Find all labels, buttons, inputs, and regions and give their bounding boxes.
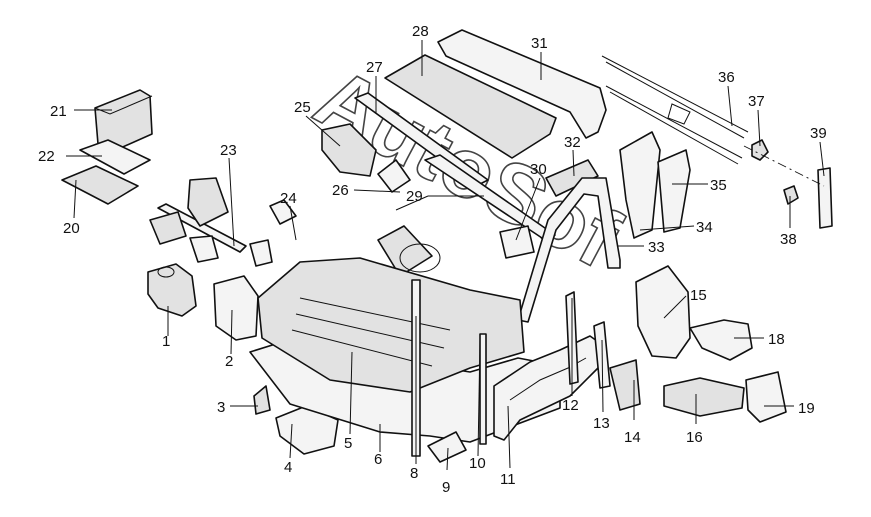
callout-23: 23 xyxy=(220,142,237,159)
leader-23 xyxy=(228,157,235,247)
part-16-pad xyxy=(663,377,745,417)
part-39-strip xyxy=(817,167,833,229)
part-24-link xyxy=(249,239,273,267)
callout-32: 32 xyxy=(564,134,581,151)
part-29-ring xyxy=(399,243,441,273)
callout-22: 22 xyxy=(38,148,55,165)
leader-36 xyxy=(727,85,733,127)
part-34-panel xyxy=(619,131,661,239)
part-14-pad xyxy=(609,359,641,411)
callout-2: 2 xyxy=(225,353,233,370)
leader-39 xyxy=(819,141,825,177)
part-36-rod-c xyxy=(605,85,743,159)
callout-labels: 1 2 3 4 5 6 8 9 10 11 12 13 14 15 16 18 … xyxy=(38,23,827,496)
part-38-clip xyxy=(783,185,799,205)
part-25-pad xyxy=(321,123,377,177)
part-1-reservoir xyxy=(147,263,197,317)
leader-lines xyxy=(66,40,825,471)
callout-15: 15 xyxy=(690,287,707,304)
callout-36: 36 xyxy=(718,69,735,86)
leader-25 xyxy=(305,115,341,147)
part-36-bracket xyxy=(667,103,691,125)
callout-14: 14 xyxy=(624,429,641,446)
callout-20: 20 xyxy=(63,220,80,237)
callout-5: 5 xyxy=(344,435,352,452)
part-35-panel xyxy=(657,149,691,233)
leader-29 xyxy=(395,195,484,211)
part-36-rod-b xyxy=(605,61,745,139)
leader-26 xyxy=(353,189,401,193)
leader-10 xyxy=(477,339,481,457)
callout-12: 12 xyxy=(562,397,579,414)
callout-18: 18 xyxy=(768,331,785,348)
part-20-base xyxy=(61,165,139,205)
part-33-pillar xyxy=(517,177,621,323)
callout-24: 24 xyxy=(280,190,297,207)
leader-4 xyxy=(289,423,293,459)
part-18-bracket xyxy=(689,319,753,361)
callout-9: 9 xyxy=(442,479,450,496)
leader-2 xyxy=(230,309,233,355)
callout-29: 29 xyxy=(406,188,423,205)
leader-9 xyxy=(446,447,449,471)
part-31-roof-trim xyxy=(437,29,607,139)
leader-30 xyxy=(515,177,541,241)
part-28-roof-pad xyxy=(384,54,557,159)
leader-32 xyxy=(572,149,575,177)
part-36-rod-d xyxy=(609,91,739,165)
callout-26: 26 xyxy=(332,182,349,199)
leader-15 xyxy=(663,295,687,319)
callout-10: 10 xyxy=(469,455,486,472)
callout-16: 16 xyxy=(686,429,703,446)
callout-25: 25 xyxy=(294,99,311,116)
callout-1: 1 xyxy=(162,333,170,350)
part-5-floor-mat xyxy=(257,257,525,393)
leader-24 xyxy=(289,205,297,241)
callout-35: 35 xyxy=(710,177,727,194)
part-36-rod-a xyxy=(601,55,749,133)
callout-33: 33 xyxy=(648,239,665,256)
callout-4: 4 xyxy=(284,459,292,476)
part-23-mount xyxy=(187,177,229,227)
leader-37 xyxy=(757,109,761,147)
leader-13 xyxy=(601,339,604,413)
leader-20 xyxy=(73,179,77,219)
part-19-panel xyxy=(745,371,787,423)
callout-13: 13 xyxy=(593,415,610,432)
callout-27: 27 xyxy=(366,59,383,76)
callout-30: 30 xyxy=(530,161,547,178)
leader-5 xyxy=(349,351,353,435)
callout-3: 3 xyxy=(217,399,225,416)
part-26-bracket xyxy=(377,159,411,193)
parts-artwork xyxy=(61,29,833,463)
part-23-mount-b xyxy=(149,211,187,245)
part-1-cap xyxy=(157,266,175,278)
callout-8: 8 xyxy=(410,465,418,482)
part-24-bracket xyxy=(269,199,297,225)
callout-31: 31 xyxy=(531,35,548,52)
callout-11: 11 xyxy=(500,471,516,488)
callout-28: 28 xyxy=(412,23,429,40)
part-29-seat-bracket xyxy=(377,225,433,277)
part-22-tray xyxy=(79,139,151,175)
callout-19: 19 xyxy=(798,400,815,417)
part-9-bracket xyxy=(427,431,467,463)
callout-34: 34 xyxy=(696,219,713,236)
part-2-tank xyxy=(213,275,259,341)
callout-38: 38 xyxy=(780,231,797,248)
part-3-clip xyxy=(253,385,271,415)
part-15-panel xyxy=(635,265,691,359)
part-23-link xyxy=(189,235,219,263)
leader-11 xyxy=(507,405,511,469)
leader-34 xyxy=(639,225,695,231)
callout-39: 39 xyxy=(810,125,827,142)
part-30-bracket xyxy=(499,225,535,259)
callout-37: 37 xyxy=(748,93,765,110)
callout-6: 6 xyxy=(374,451,382,468)
centerline-37-39 xyxy=(743,145,825,187)
callout-21: 21 xyxy=(50,103,67,120)
part-10-support xyxy=(479,333,487,445)
